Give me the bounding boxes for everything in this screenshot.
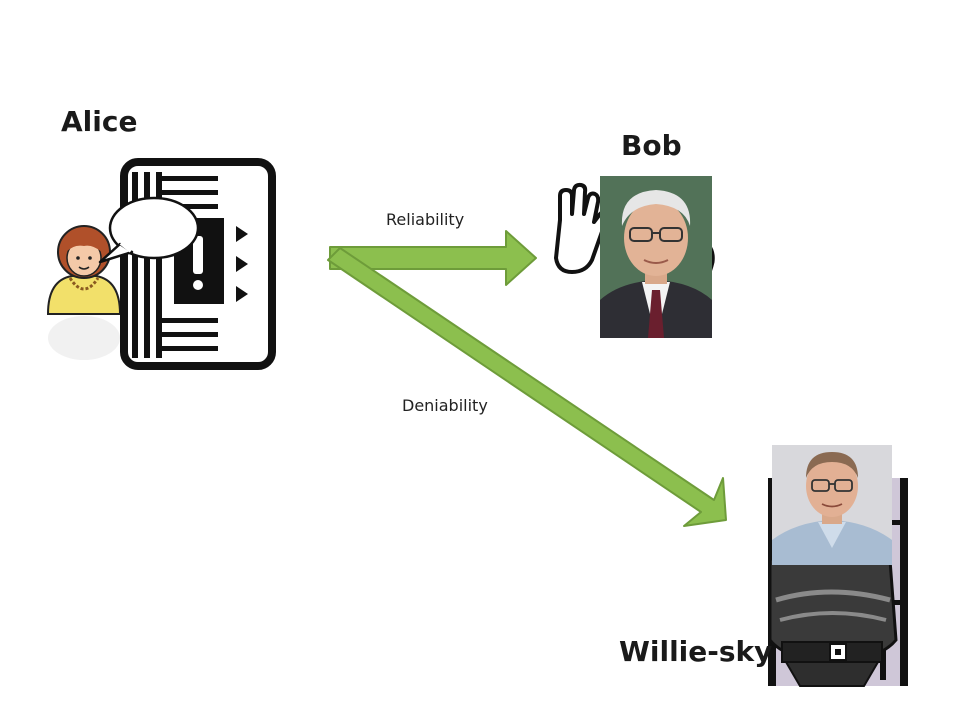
deniability-label: Deniability <box>402 396 488 415</box>
deniability-arrow <box>327 247 727 527</box>
speech-bubble-icon <box>98 196 200 264</box>
alice-label: Alice <box>61 105 138 138</box>
willie-photo <box>772 445 892 565</box>
alice-reflection <box>48 316 120 360</box>
bob-label: Bob <box>621 129 682 162</box>
reliability-label: Reliability <box>386 210 465 229</box>
alice-figure <box>46 225 122 360</box>
bob-photo <box>600 176 712 338</box>
guard-body <box>768 550 898 687</box>
willie-label: Willie-sky <box>619 635 773 668</box>
jail-cell-icon <box>120 158 276 370</box>
